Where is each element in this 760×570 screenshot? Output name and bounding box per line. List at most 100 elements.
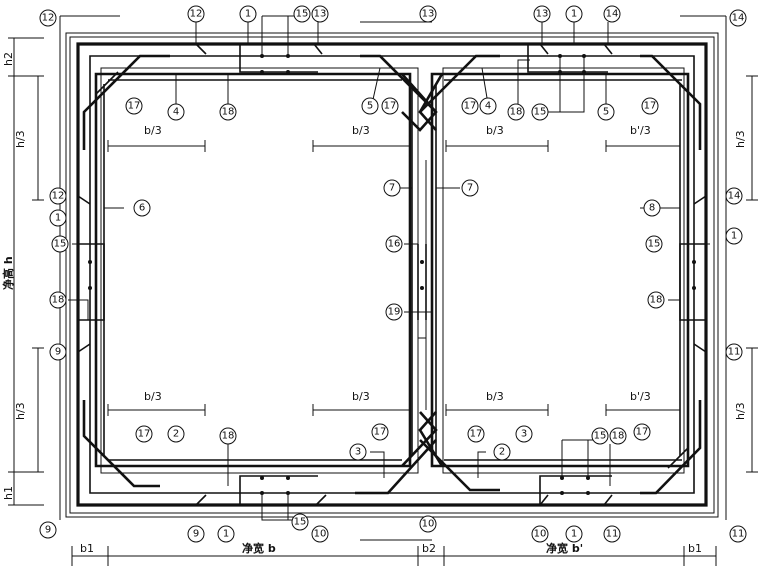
svg-text:11: 11	[728, 347, 741, 358]
callout-9-bottom: 9	[187, 525, 205, 543]
svg-text:5: 5	[603, 107, 609, 118]
svg-text:17: 17	[470, 429, 483, 440]
svg-text:17: 17	[644, 101, 657, 112]
left-cell-rebar	[82, 54, 437, 495]
svg-text:19: 19	[388, 307, 401, 318]
callout-15-bottom: 15	[291, 513, 309, 531]
dim-bp3-top	[605, 140, 681, 152]
svg-text:1: 1	[223, 529, 229, 540]
svg-text:13: 13	[314, 9, 327, 20]
bar-ends	[77, 43, 707, 506]
svg-text:9: 9	[193, 529, 199, 540]
svg-text:1: 1	[571, 9, 577, 20]
svg-text:18: 18	[222, 107, 235, 118]
callout-1-bottom-right: 1	[565, 525, 583, 543]
svg-text:15: 15	[594, 431, 607, 442]
right-cell-rebar	[419, 54, 702, 495]
bar-end	[603, 494, 613, 506]
label-b3: b/3	[352, 124, 370, 137]
outer-concrete-inner-line	[69, 36, 715, 514]
bar-end	[77, 195, 91, 205]
callout-18-left: 18	[49, 291, 67, 309]
callout-3-left: 3	[349, 443, 367, 461]
outer-concrete-line	[65, 32, 719, 518]
callout-10-center: 10	[419, 515, 437, 533]
callout-11-bottomright: 11	[729, 525, 747, 543]
svg-text:4: 4	[485, 101, 491, 112]
dim-h3-bot-right	[746, 347, 758, 473]
svg-text:6: 6	[139, 203, 145, 214]
callout-5-left: 5	[361, 97, 379, 115]
svg-text:13: 13	[536, 9, 549, 20]
leader-18-top-right	[517, 59, 530, 104]
svg-text:14: 14	[732, 13, 745, 24]
callout-17-bml: 17	[371, 423, 389, 441]
tie-dot	[260, 70, 264, 74]
label-b3: b/3	[144, 124, 162, 137]
callout-14-right: 14	[725, 187, 743, 205]
callout-4-right: 4	[479, 97, 497, 115]
svg-text:1: 1	[571, 529, 577, 540]
callout-12-left: 12	[49, 187, 67, 205]
callout-13-top-right: 13	[533, 5, 551, 23]
callout-10-bottom: 10	[311, 525, 329, 543]
tie-dot	[88, 260, 92, 264]
haunch-top-mid-left	[360, 54, 437, 113]
corner-mark-tr	[680, 15, 727, 520]
label-b1-right: b1	[688, 542, 702, 555]
haunch-hook-tl	[95, 71, 119, 95]
haunch-top-mid-right	[419, 54, 500, 113]
callout-15-right: 15	[645, 235, 663, 253]
dim-b3-top-right	[312, 140, 411, 152]
label-b1-left: b1	[80, 542, 94, 555]
leader-2	[477, 451, 486, 478]
label-h3-right-top: h/3	[734, 130, 747, 148]
label-h1: h1	[2, 486, 15, 500]
dim-b3-top-rcell	[445, 140, 549, 152]
svg-text:17: 17	[636, 427, 649, 438]
svg-text:18: 18	[612, 431, 625, 442]
callout-10-bottom-right: 10	[531, 525, 549, 543]
svg-text:17: 17	[464, 101, 477, 112]
svg-text:13: 13	[422, 9, 435, 20]
svg-text:9: 9	[45, 525, 51, 536]
svg-text:10: 10	[314, 529, 327, 540]
label-b3: b/3	[144, 390, 162, 403]
label-h2: h2	[2, 52, 15, 66]
label-h3-left-top: h/3	[14, 130, 27, 148]
leader-19	[404, 311, 433, 338]
haunch-bottom-mid-left	[355, 439, 437, 495]
svg-text:10: 10	[534, 529, 547, 540]
dim-left-ticks	[8, 37, 44, 506]
svg-text:18: 18	[222, 431, 235, 442]
dim-h3-bot-left	[32, 347, 44, 473]
callout-12-topleft: 12	[39, 9, 57, 27]
callout-17-tml: 17	[381, 97, 399, 115]
svg-text:12: 12	[42, 13, 55, 24]
label-b3: b/3	[352, 390, 370, 403]
mid-wall-opening	[417, 244, 427, 320]
svg-text:4: 4	[173, 107, 179, 118]
bar-end	[693, 343, 707, 353]
callout-18-top-right: 18	[507, 103, 525, 121]
svg-text:15: 15	[648, 239, 661, 250]
callout-1-right: 1	[725, 227, 743, 245]
bar-end	[603, 43, 613, 55]
callout-2-left: 2	[167, 425, 185, 443]
callout-18-bot-left: 18	[219, 427, 237, 445]
callout-15-top-right: 15	[531, 103, 549, 121]
mid-wall-bottom-cross	[401, 411, 438, 467]
svg-text:7: 7	[467, 183, 473, 194]
tie-dot	[586, 491, 590, 495]
tie-dot	[260, 476, 264, 480]
bar-end	[693, 195, 707, 205]
callout-18-right: 18	[647, 291, 665, 309]
dim-h3-top-right	[746, 75, 758, 201]
svg-text:15: 15	[294, 517, 307, 528]
svg-text:12: 12	[52, 191, 65, 202]
bar-end	[195, 494, 207, 506]
callout-15-bot-right: 15	[591, 427, 609, 445]
svg-text:3: 3	[521, 429, 527, 440]
svg-text:7: 7	[389, 183, 395, 194]
